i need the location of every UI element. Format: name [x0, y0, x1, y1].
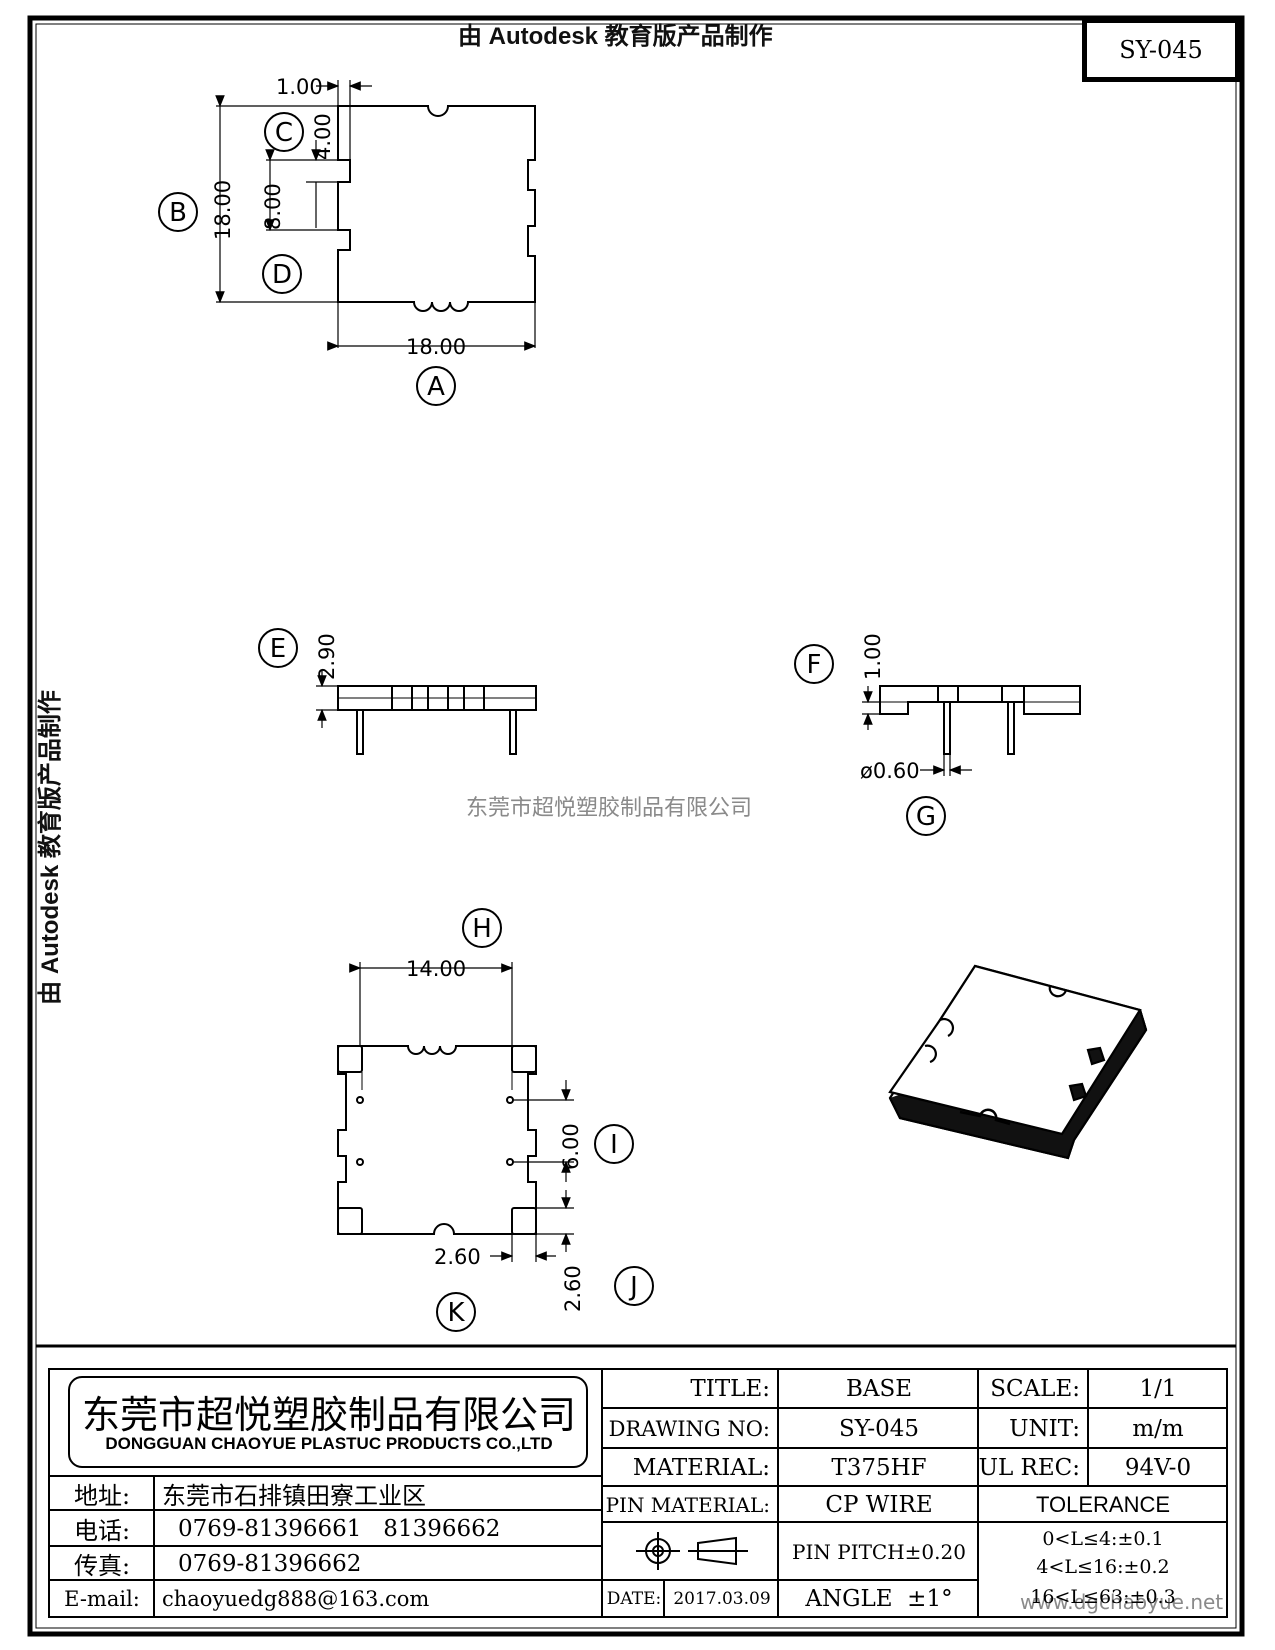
svg-text:I: I: [610, 1130, 618, 1160]
dim-pin-diameter: ø0.60: [860, 759, 920, 783]
material-label: MATERIAL:: [632, 1454, 770, 1481]
isometric-view: [888, 964, 1148, 1160]
bottom-view-outline: [337, 1045, 537, 1235]
ul-rec-label: UL REC:: [978, 1454, 1080, 1481]
email-value: chaoyuedg888@163.com: [162, 1587, 430, 1611]
tolerance-row-1: 0<L≤4:±0.1: [1042, 1528, 1164, 1550]
title-block-grid: [48, 1368, 1228, 1618]
address-label: 地址:: [73, 1482, 131, 1510]
scale-label: SCALE:: [990, 1376, 1080, 1402]
watermark-top: 由 Autodesk 教育版产品制作: [458, 23, 773, 50]
drawing-no-value: SY-045: [838, 1415, 920, 1442]
unit-value: m/m: [1132, 1415, 1184, 1442]
projection-symbol: [636, 1532, 748, 1570]
unit-label: UNIT:: [1009, 1415, 1080, 1442]
svg-text:A: A: [427, 372, 445, 402]
label-f: F: [794, 644, 834, 684]
watermark-center: 东莞市超悦塑胶制品有限公司: [466, 796, 753, 821]
company-logo-box: 东莞市超悦塑胶制品有限公司 DONGGUAN CHAOYUE PLASTUC P…: [68, 1376, 588, 1468]
pin-material-label: PIN MATERIAL:: [605, 1492, 770, 1517]
email-label: E-mail:: [64, 1587, 140, 1611]
svg-text:H: H: [472, 914, 492, 944]
svg-text:G: G: [916, 802, 936, 832]
label-i: I: [594, 1124, 634, 1164]
top-view-outline: [337, 105, 536, 312]
phone-value: 0769-81396661 81396662: [178, 1515, 501, 1542]
dim-8-00: 8.00: [261, 183, 285, 230]
label-a: A: [416, 366, 456, 406]
title-label: TITLE:: [690, 1376, 770, 1402]
svg-text:E: E: [270, 634, 286, 664]
pin-material-value: CP WIRE: [825, 1491, 933, 1518]
dim-1-00: 1.00: [276, 75, 323, 99]
address-value: 东莞市石排镇田寮工业区: [162, 1482, 426, 1510]
fax-value: 0769-81396662: [178, 1550, 362, 1577]
dim-2-60-vertical: 2.60: [561, 1265, 585, 1312]
company-name-en: DONGGUAN CHAOYUE PLASTUC PRODUCTS CO.,LT…: [105, 1434, 553, 1453]
date-label: DATE:: [606, 1589, 662, 1609]
dim-4-00: 4.00: [311, 113, 335, 160]
dim-18-00-horizontal: 18.00: [406, 335, 466, 359]
svg-text:F: F: [807, 650, 822, 680]
watermark-website: www.dgchaoyue.net: [1020, 1590, 1224, 1614]
dim-14-00: 14.00: [406, 957, 466, 981]
tolerance-label: TOLERANCE: [1035, 1491, 1171, 1517]
label-k: K: [436, 1292, 476, 1332]
label-c: C: [264, 112, 304, 152]
company-name-cn: 东莞市超悦塑胶制品有限公司: [81, 1393, 576, 1437]
material-value: T375HF: [831, 1454, 927, 1481]
title-block: 东莞市超悦塑胶制品有限公司 DONGGUAN CHAOYUE PLASTUC P…: [48, 1368, 1228, 1618]
dim-6-00: 6.00: [559, 1123, 583, 1170]
svg-text:K: K: [447, 1298, 465, 1328]
label-b: B: [158, 192, 198, 232]
label-e: E: [258, 628, 298, 668]
dim-18-00-vertical: 18.00: [211, 180, 235, 240]
drawing-code-box: SY-045: [1082, 18, 1240, 82]
pin-pitch-value: PIN PITCH±0.20: [792, 1539, 966, 1564]
phone-label: 电话:: [73, 1517, 131, 1545]
fax-label: 传真:: [73, 1552, 131, 1580]
drawing-no-label: DRAWING NO:: [608, 1416, 770, 1441]
date-value: 2017.03.09: [673, 1589, 771, 1609]
label-g: G: [906, 796, 946, 836]
svg-text:B: B: [169, 198, 187, 228]
angle-tolerance: ANGLE ±1°: [805, 1586, 953, 1612]
title-value: BASE: [845, 1376, 913, 1402]
ul-rec-value: 94V-0: [1124, 1454, 1192, 1481]
tolerance-row-3: 16<L≤63:±0.3: [1030, 1586, 1176, 1608]
label-j: J: [614, 1266, 654, 1306]
dim-1-00-side: 1.00: [861, 633, 885, 680]
svg-text:C: C: [275, 118, 293, 148]
label-h: H: [462, 908, 502, 948]
label-d: D: [262, 254, 302, 294]
technical-drawing: 1.00 4.00 18.00 8.00 18.00 2.90 1.00 ø0.…: [158, 75, 1148, 1332]
svg-text:J: J: [628, 1272, 638, 1302]
side-view-f: [879, 685, 1081, 715]
scale-value: 1/1: [1139, 1376, 1177, 1402]
svg-text:D: D: [272, 260, 292, 290]
dim-2-60-horizontal: 2.60: [434, 1245, 481, 1269]
tolerance-row-2: 4<L≤16:±0.2: [1036, 1556, 1170, 1578]
dim-2-90: 2.90: [315, 633, 339, 680]
